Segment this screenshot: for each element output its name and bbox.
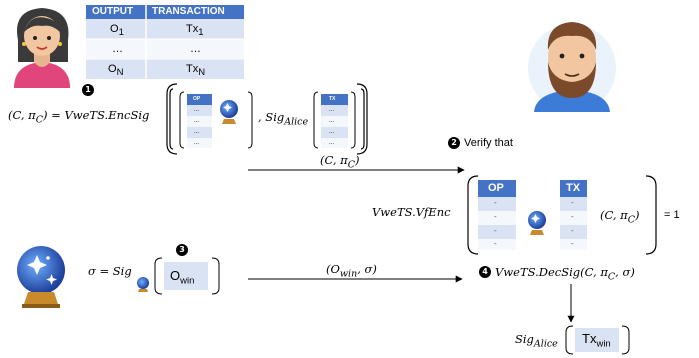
vf-tx-dash-3: - <box>571 226 574 235</box>
step-3-badge: 3 <box>176 244 188 256</box>
table-cell-output-1: O1 <box>110 23 124 39</box>
verify-that-label: Verify that <box>464 137 513 149</box>
owin-label: Owin <box>170 268 195 287</box>
arrow-commitment-label: (C, πC) <box>320 153 360 171</box>
txwin-label: Txwin <box>582 331 611 350</box>
txwin-bracket <box>565 325 630 355</box>
table-cell-output-2: … <box>112 43 123 55</box>
table-cell-tx-1: Tx1 <box>186 23 204 39</box>
table-header-transaction: TRANSACTION <box>152 6 225 17</box>
crystal-ball-oracle-icon <box>17 246 65 308</box>
mini-tx-dots-3: ... <box>329 129 335 135</box>
final-sig-alice-label: SigAlice <box>515 332 558 350</box>
mini-op-dots-3: ... <box>194 129 200 135</box>
mini-tx-table <box>321 94 348 148</box>
table-cell-output-3: ON <box>108 63 124 79</box>
mini-tx-dots-1: ... <box>329 107 335 113</box>
bearded-man-avatar-icon <box>528 22 616 112</box>
vf-result: = 1 <box>664 209 680 221</box>
mini-op-header: OP <box>193 96 201 102</box>
table-cell-tx-3: TxN <box>186 63 206 79</box>
encsig-bracket <box>166 83 368 155</box>
table-header-output: OUTPUT <box>92 6 134 17</box>
crystal-ball-sig-icon <box>137 277 149 292</box>
vf-op-header: OP <box>488 182 504 194</box>
vf-op-dash-1: - <box>494 198 497 207</box>
crystal-ball-small-icon <box>220 100 238 124</box>
vf-tx-table <box>560 180 587 250</box>
mini-tx-dots-4: ... <box>329 140 335 146</box>
mini-op-dots-4: ... <box>194 140 200 146</box>
output-transaction-table <box>86 5 244 79</box>
mini-tx-dots-2: ... <box>329 118 335 124</box>
vf-tx-header: TX <box>566 182 581 194</box>
step-1-badge: 1 <box>82 84 94 96</box>
sig-alice-label: , SigAlice <box>258 110 309 128</box>
sigma-equation: σ = Sig <box>88 264 132 278</box>
decsig-label: VweTS.DecSig(C, πC, σ) <box>495 265 635 283</box>
vf-op-dash-2: - <box>494 212 497 221</box>
vf-op-table <box>478 180 516 250</box>
mini-op-table <box>187 94 212 148</box>
vfenc-label: VweTS.VfEnc <box>372 205 451 219</box>
step-4-badge: 4 <box>479 266 491 278</box>
mini-tx-header: TX <box>329 96 336 102</box>
mini-tx-bracket <box>313 91 356 149</box>
encsig-equation: (C, πC) = VweTS.EncSig <box>8 108 150 126</box>
vf-tx-dash-1: - <box>571 198 574 207</box>
mini-op-dots-1: ... <box>194 107 200 113</box>
owin-bracket <box>154 257 220 295</box>
woman-avatar-icon <box>14 8 70 88</box>
vf-op-dash-4: - <box>494 239 497 248</box>
step-2-badge: 2 <box>448 137 460 149</box>
txwin-box <box>575 328 619 352</box>
vf-commitment-pair: (C, πC) <box>600 208 640 226</box>
owin-box <box>164 262 208 290</box>
arrow-signature-label: (Owin, σ) <box>326 262 377 280</box>
vf-op-dash-3: - <box>494 226 497 235</box>
mini-op-bracket <box>179 91 253 149</box>
vf-tx-dash-2: - <box>571 212 574 221</box>
crystal-ball-vf-icon <box>528 211 546 235</box>
vfenc-bracket <box>467 175 657 255</box>
table-cell-tx-2: … <box>190 43 201 55</box>
vf-tx-dash-4: - <box>571 239 574 248</box>
mini-op-dots-2: ... <box>194 118 200 124</box>
